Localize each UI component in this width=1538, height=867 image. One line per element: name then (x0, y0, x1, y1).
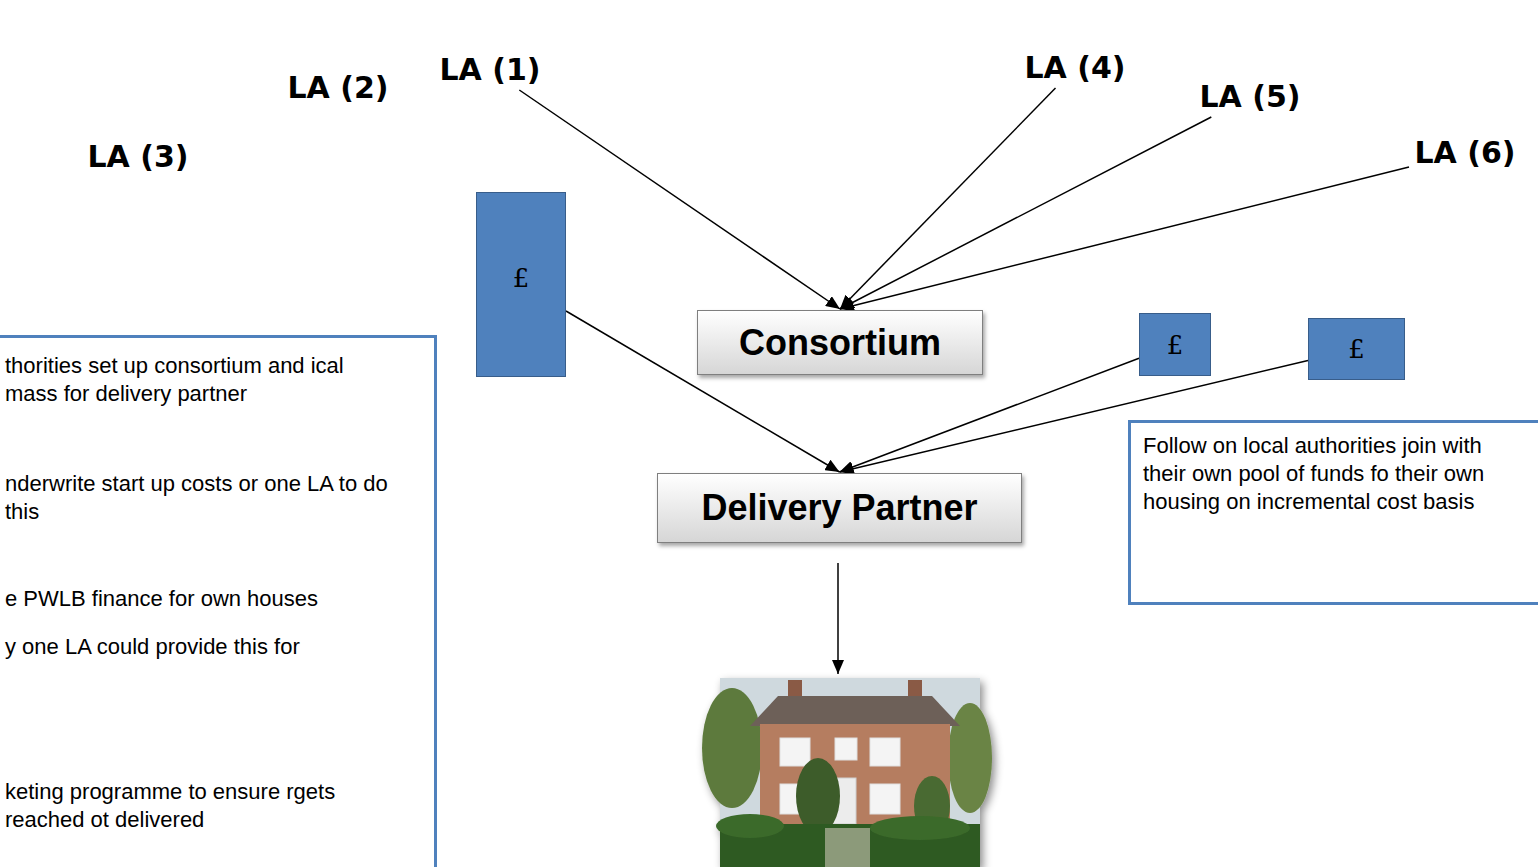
authority-label: LA (1) (434, 50, 546, 90)
connector-arrow (519, 90, 840, 309)
funds-symbol: £ (1348, 334, 1365, 364)
funds-box: £ (1139, 313, 1211, 376)
connector-arrow (840, 117, 1211, 309)
authority-name: LA (6) (1414, 136, 1515, 170)
funds-box: £ (476, 192, 566, 377)
note-text: Follow on local authorities join with th… (1143, 432, 1528, 516)
authority-name: LA (2) (287, 71, 388, 105)
authority-name: LA (3) (87, 140, 188, 174)
note-text: nderwrite start up costs or one LA to do… (5, 470, 390, 526)
note-text: keting programme to ensure rgets reached… (5, 778, 390, 834)
note-text: thorities set up consortium and ical mas… (5, 352, 390, 408)
note-box: thorities set up consortium and ical mas… (0, 335, 437, 867)
funds-box: £ (1308, 318, 1405, 380)
authority-name: LA (5) (1199, 80, 1300, 114)
group-ellipse: LA (1) LA (2) LA (3) (12, 0, 634, 194)
note-text: y one LA could provide this for (5, 633, 390, 661)
authority-label: LA (2) (282, 68, 394, 108)
funds-symbol: £ (1167, 330, 1184, 360)
arrow-to-house (837, 563, 839, 674)
connector-arrow (840, 358, 1140, 472)
authority-name: LA (1) (439, 53, 540, 87)
process-box: Consortium (697, 310, 983, 375)
connector-arrow (840, 88, 1056, 309)
house-photo (702, 678, 992, 867)
process-box: Delivery Partner (657, 473, 1022, 543)
note-box: Follow on local authorities join with th… (1128, 420, 1538, 605)
box-title: Consortium (739, 322, 941, 364)
box-title: Delivery Partner (701, 487, 977, 529)
authority-label: LA (6) (1409, 133, 1521, 173)
note-text: e PWLB finance for own houses (5, 585, 390, 613)
connector-arrow (840, 167, 1409, 309)
funds-symbol: £ (513, 263, 530, 293)
authority-label: LA (5) (1194, 77, 1306, 117)
authority-label: LA (3) (82, 137, 194, 177)
authority-label: LA (4) (1019, 48, 1131, 88)
authority-name: LA (4) (1024, 51, 1125, 85)
